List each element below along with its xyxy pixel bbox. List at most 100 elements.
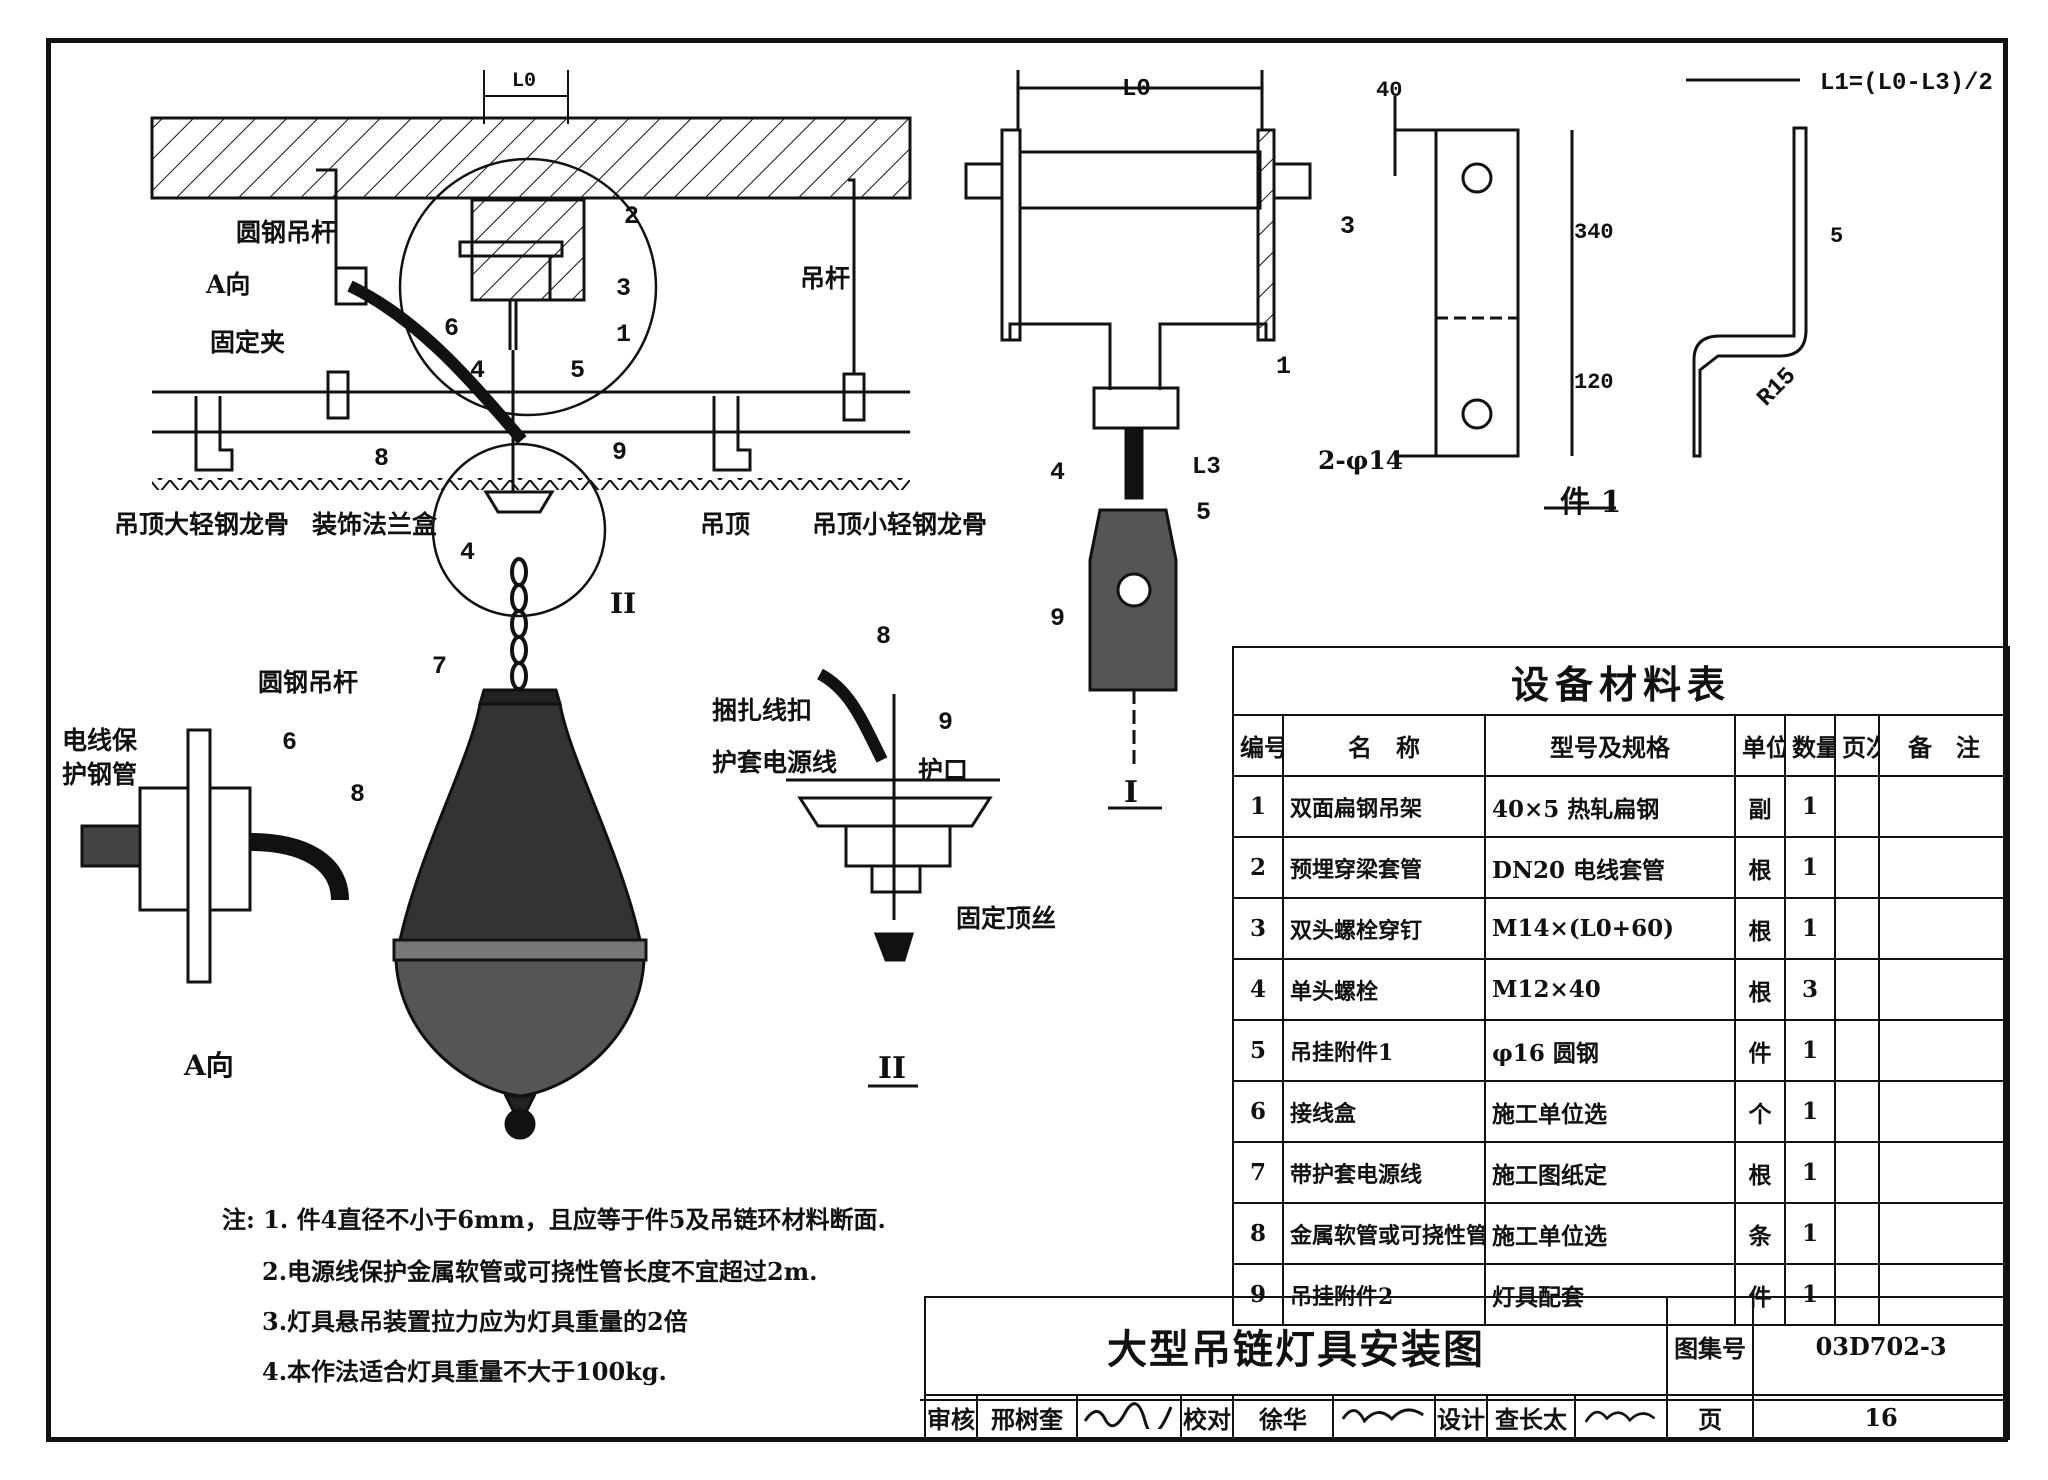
page-label: 页 [1666, 1394, 1755, 1440]
label-a-view-title: A向 [184, 1049, 234, 1082]
row-name: 双面扁钢吊架 [1282, 775, 1486, 838]
callout-8: 8 [374, 444, 390, 473]
callout-2: 2 [624, 202, 640, 231]
label-grommet: 护口 [918, 756, 969, 785]
reviewer-name: 邢树奎 [976, 1394, 1078, 1440]
row-name: 接线盒 [1282, 1080, 1486, 1143]
row-remark [1877, 1141, 2011, 1204]
row-unit: 根 [1734, 1141, 1786, 1204]
part-1-drawing [1393, 78, 1808, 510]
label-fixing-clip: 固定夹 [210, 328, 286, 357]
row-spec: 施工单位选 [1484, 1202, 1736, 1265]
row-name: 双头螺栓穿钉 [1282, 897, 1486, 960]
reviewer-signature [1076, 1394, 1182, 1440]
design-label: 设计 [1434, 1394, 1488, 1440]
detail-dim-l0: L0 [1122, 76, 1151, 103]
label-ceiling-rod: 圆钢吊杆 [236, 218, 337, 247]
atlas-label: 图集号 [1666, 1296, 1755, 1396]
row-remark [1877, 958, 2011, 1021]
detail-circle-ii [431, 442, 607, 618]
row-unit: 副 [1734, 775, 1786, 838]
atlas-no: 03D702-3 [1752, 1296, 2011, 1396]
review-label: 审核 [924, 1394, 978, 1440]
row-spec: 施工单位选 [1484, 1080, 1736, 1143]
label-conduit-1: 电线保 [62, 726, 138, 755]
chandelier [392, 688, 648, 1140]
callout-1: 1 [616, 320, 632, 349]
dim-l0-label: L0 [512, 70, 537, 93]
row-unit: 件 [1734, 1019, 1786, 1082]
detail-dim-l3: L3 [1192, 454, 1221, 481]
material-table-header: 编号 名 称 型号及规格 单位 数量 页次 备 注 [1232, 714, 2011, 777]
callout-5: 5 [570, 356, 586, 385]
detail-i-drawing [964, 70, 1312, 810]
row-remark [1877, 897, 2011, 960]
check-label: 校对 [1180, 1394, 1234, 1440]
callout-9b: 9 [1050, 604, 1066, 633]
row-remark [1877, 836, 2011, 899]
row-no: 4 [1232, 958, 1284, 1021]
page-number: 16 [1752, 1394, 2011, 1440]
ceiling-keels [152, 390, 910, 472]
row-qty: 1 [1784, 1019, 1836, 1082]
dim-340: 340 [1574, 220, 1614, 245]
material-table: 设备材料表 编号 名 称 型号及规格 单位 数量 页次 备 注 1双面扁钢吊架4… [1231, 646, 2011, 1326]
label-holes: 2-φ14 [1318, 446, 1404, 475]
row-name: 单头螺栓 [1282, 958, 1486, 1021]
designer-name: 查长太 [1486, 1394, 1576, 1440]
drawing-title: 大型吊链灯具安装图 [923, 1296, 1669, 1396]
label-cable-tie: 捆扎线扣 [712, 696, 813, 725]
row-page [1834, 897, 1880, 960]
row-page [1834, 1141, 1880, 1204]
label-detail-ii-circle: II [610, 587, 637, 620]
row-page [1834, 1202, 1880, 1265]
label-hanger-rod: 吊杆 [800, 264, 851, 293]
checker-signature [1332, 1394, 1436, 1440]
callout-8c: 8 [350, 780, 366, 809]
dim-5: 5 [1830, 224, 1844, 249]
row-qty: 1 [1784, 1141, 1836, 1204]
label-flange-box: 装饰法兰盒 [312, 510, 438, 539]
row-remark [1877, 1202, 2011, 1265]
concrete-slab [150, 116, 912, 302]
label-part-1: 件 1 [1560, 485, 1622, 520]
row-spec: 40×5 热轧扁钢 [1484, 775, 1736, 838]
row-unit: 根 [1734, 897, 1786, 960]
row-qty: 1 [1784, 775, 1836, 838]
callout-1b: 1 [1276, 352, 1292, 381]
checker-name: 徐华 [1232, 1394, 1334, 1440]
row-no: 2 [1232, 836, 1284, 899]
header-no: 编号 [1232, 714, 1284, 777]
label-secondary-keel: 吊顶小轻钢龙骨 [812, 510, 988, 539]
row-no: 8 [1232, 1202, 1284, 1265]
label-a-direction: A向 [206, 270, 251, 299]
row-remark [1877, 1080, 2011, 1143]
header-qty: 数量 [1784, 714, 1836, 777]
row-qty: 3 [1784, 958, 1836, 1021]
dim-l1: L1=(L0-L3)/2 [1820, 70, 1993, 97]
a-view-drawing [80, 728, 349, 984]
label-suspended-ceiling: 吊顶 [700, 510, 751, 539]
callout-4: 4 [470, 356, 486, 385]
row-name: 预埋穿梁套管 [1282, 836, 1486, 899]
header-remark: 备 注 [1877, 714, 2011, 777]
row-page [1834, 958, 1880, 1021]
note-2: 2.电源线保护金属软管或可挠性管长度不宜超过2m. [262, 1257, 818, 1286]
label-conduit-2: 护钢管 [62, 760, 138, 789]
dim-40: 40 [1376, 78, 1403, 103]
callout-9: 9 [612, 438, 628, 467]
flange-box [483, 490, 555, 514]
row-no: 3 [1232, 897, 1284, 960]
row-name: 金属软管或可挠性管 [1282, 1202, 1486, 1265]
row-spec: φ16 圆钢 [1484, 1019, 1736, 1082]
row-name: 带护套电源线 [1282, 1141, 1486, 1204]
callout-4b: 4 [460, 538, 476, 567]
callout-7: 7 [432, 652, 448, 681]
row-page [1834, 1019, 1880, 1082]
